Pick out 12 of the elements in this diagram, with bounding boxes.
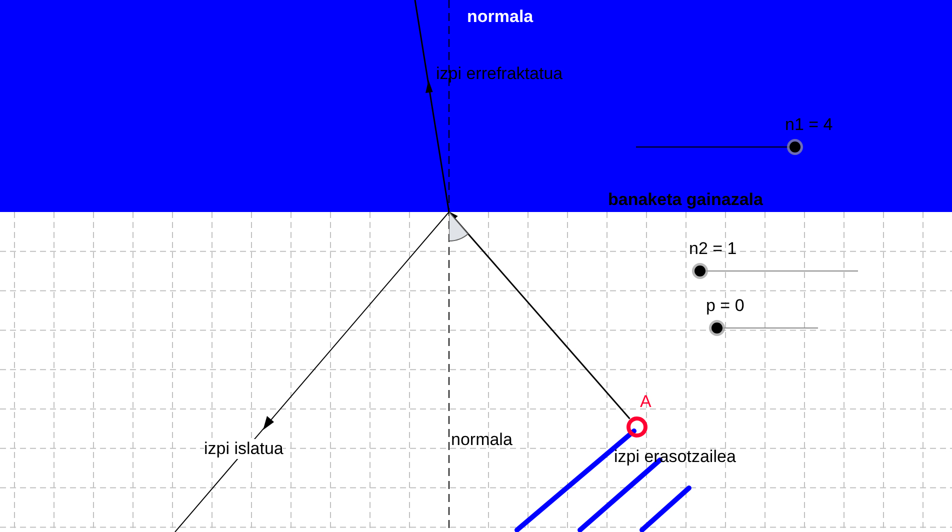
slider-label: n2 = 1 [689,239,737,259]
ray-label: izpi erasotzailea [614,447,736,467]
ray-label: izpi islatua [204,439,284,459]
surface-label: banaketa gainazala [608,190,763,210]
ray-label: izpi errefraktatua [436,64,563,84]
slider-label: n1 = 4 [785,115,833,135]
point-label: A [640,392,652,412]
incident-ray [448,211,630,420]
normal-label: normala [451,430,512,450]
angle-arc [449,212,470,242]
slider-label: p = 0 [706,296,744,316]
normal-label: normala [467,7,534,27]
